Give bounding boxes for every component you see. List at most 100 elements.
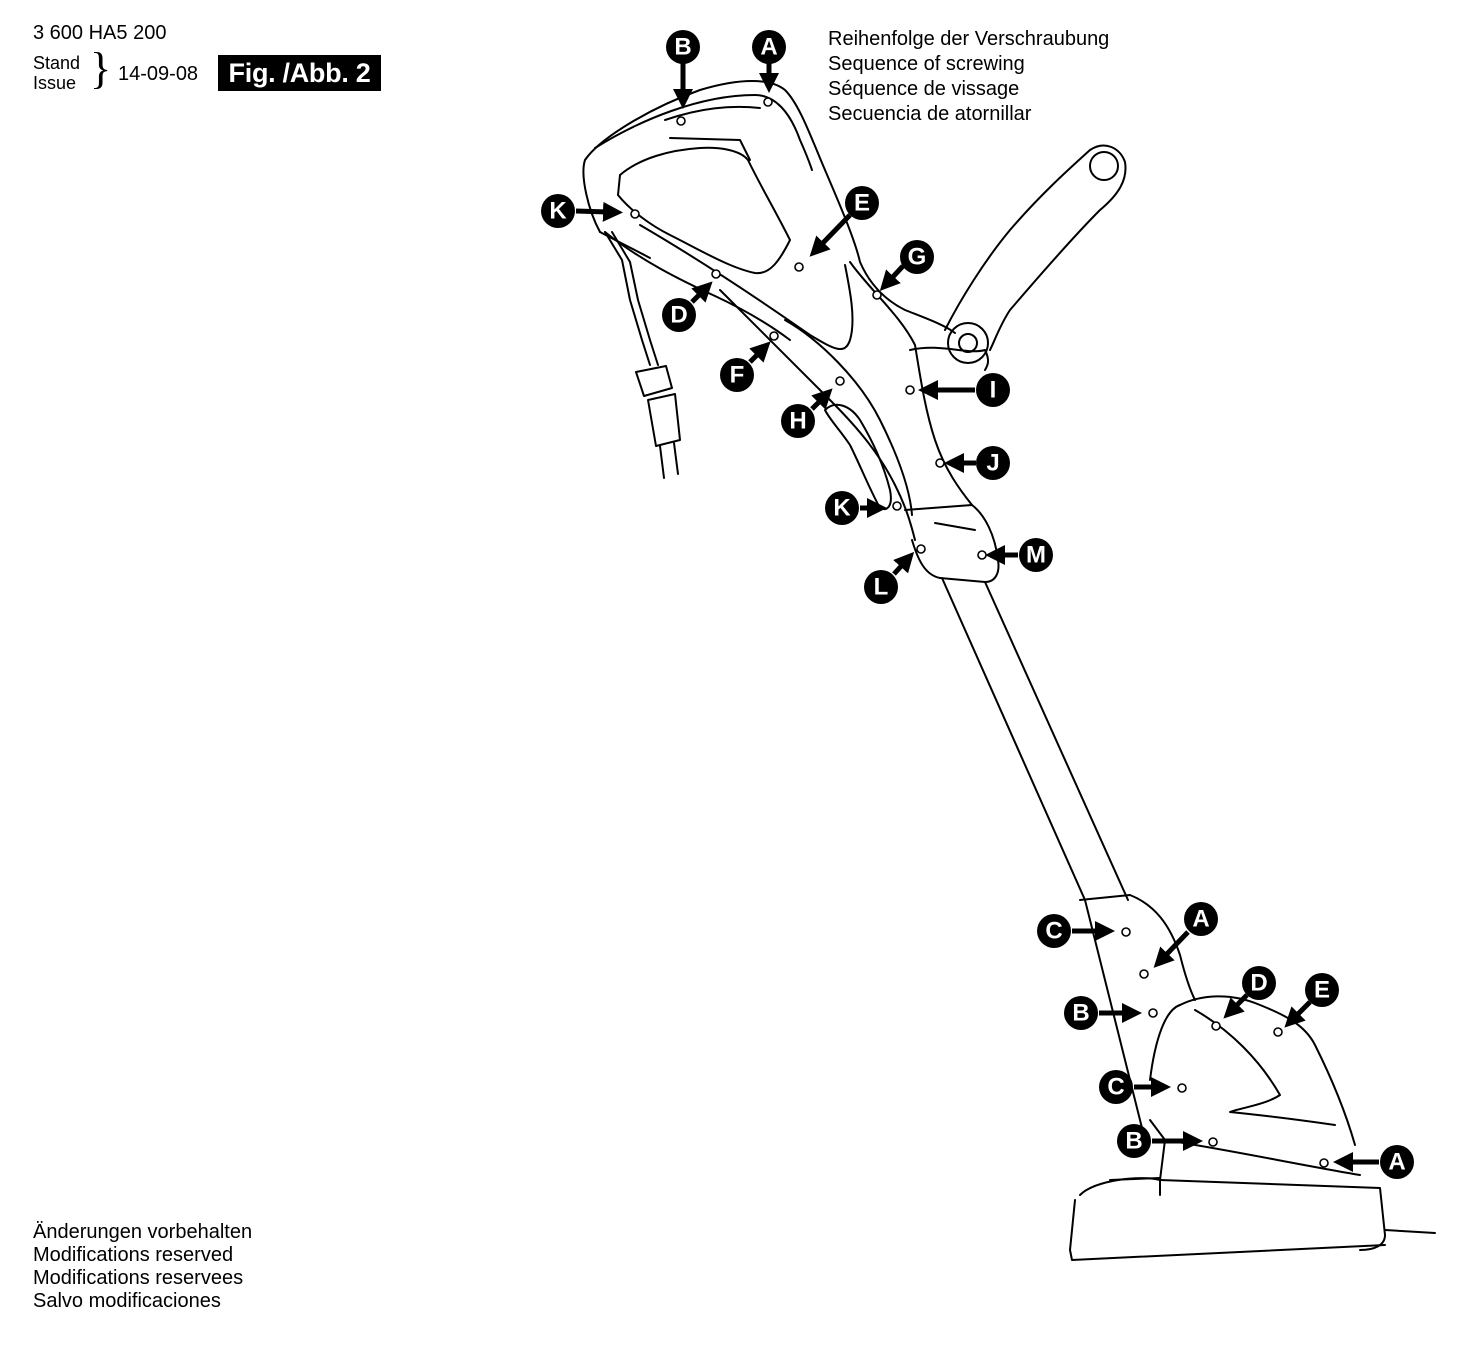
- callout-upper-l-badge: [864, 570, 898, 604]
- callout-upper-e-screw: [794, 262, 804, 272]
- sequence-title: Reihenfolge der Verschraubung Sequence o…: [828, 27, 1109, 127]
- callout-lower-a2: A: [1319, 1145, 1414, 1179]
- callout-upper-d: D: [662, 269, 721, 332]
- motor-housing-bottom: [1149, 1119, 1361, 1176]
- callout-lower-a1-arrow: [1153, 930, 1190, 968]
- callout-lower-b2: B: [1117, 1124, 1218, 1158]
- callout-lower-c1: C: [1037, 914, 1131, 948]
- callout-upper-b-badge: [666, 30, 700, 64]
- callout-upper-a-label: A: [760, 34, 777, 61]
- callout-upper-d-label: D: [670, 302, 687, 329]
- callout-upper-i-label: I: [990, 377, 997, 404]
- callout-lower-c1-badge: [1037, 914, 1071, 948]
- callout-upper-a-badge: [752, 30, 786, 64]
- modifications-en: Modifications reserved: [33, 1244, 234, 1266]
- handle-loop-outer: [582, 80, 956, 334]
- sequence-title-en: Sequence of screwing: [828, 53, 1025, 75]
- shaft-right: [984, 581, 1129, 901]
- callout-lower-b2-label: B: [1125, 1128, 1142, 1155]
- callout-upper-j-screw: [935, 458, 945, 468]
- body-right-edge: [849, 261, 973, 506]
- callout-upper-f-badge: [720, 358, 754, 392]
- plug-pin-2: [673, 442, 679, 475]
- callout-upper-a: A: [752, 30, 786, 107]
- callout-upper-k2-screw: [892, 501, 902, 511]
- callout-upper-e-arrow: [809, 213, 852, 257]
- callout-upper-h-screw: [835, 376, 845, 386]
- plug-head: [647, 393, 681, 447]
- trigger-grip: [824, 403, 892, 510]
- callout-lower-d-badge: [1242, 966, 1276, 1000]
- handle-ridge-inner: [664, 105, 761, 121]
- body-rear-edge: [639, 224, 854, 350]
- callout-upper-m-screw: [977, 550, 987, 560]
- motor-housing-inner: [1194, 1009, 1336, 1126]
- callout-upper-j: J: [935, 446, 1010, 480]
- callout-lower-b1: B: [1064, 996, 1158, 1030]
- callout-lower-a2-label: A: [1388, 1149, 1405, 1176]
- callout-lower-c1-screw: [1121, 927, 1131, 937]
- callout-upper-k-arrow: [575, 201, 623, 222]
- callout-upper-i-badge: [976, 373, 1010, 407]
- callout-upper-k2-label: K: [833, 495, 851, 522]
- plug-pin-1: [659, 445, 665, 479]
- callout-lower-a1-label: A: [1192, 906, 1209, 933]
- callout-upper-f-screw: [769, 331, 779, 341]
- callout-upper-g-badge: [900, 240, 934, 274]
- part-number: 3 600 HA5 200: [33, 22, 167, 44]
- callout-lower-d-screw: [1211, 1021, 1221, 1031]
- trimmer-outline: [582, 80, 1436, 1261]
- callout-lower-c2-badge: [1099, 1070, 1133, 1104]
- callout-upper-k2-badge: [825, 491, 859, 525]
- callout-upper-h-badge: [781, 404, 815, 438]
- callout-lower-c2-label: C: [1107, 1074, 1124, 1101]
- callout-upper-f-label: F: [730, 362, 745, 389]
- modifications-fr: Modifications reservees: [33, 1267, 244, 1289]
- shaft-left: [941, 577, 1086, 901]
- callout-upper-k-badge: [541, 194, 575, 228]
- callout-lower-a1: A: [1139, 902, 1218, 979]
- plug-body: [635, 365, 673, 397]
- aux-handle-pivot-inner: [958, 333, 978, 353]
- callout-lower-e: E: [1273, 973, 1339, 1037]
- callout-upper-b-label: B: [674, 34, 691, 61]
- callout-lower-d: D: [1211, 966, 1276, 1031]
- callout-upper-l-screw: [916, 544, 926, 554]
- modifications-note: Änderungen vorbehalten Modifications res…: [33, 1221, 252, 1313]
- guard-top: [1079, 1177, 1386, 1251]
- callout-upper-j-label: J: [986, 450, 999, 477]
- callout-lower-c2-screw: [1177, 1083, 1187, 1093]
- aux-handle-pivot-outer: [947, 322, 989, 364]
- callout-lower-e-label: E: [1314, 977, 1330, 1004]
- callout-upper-g-label: G: [908, 244, 927, 271]
- callout-lower-c1-label: C: [1045, 918, 1062, 945]
- callout-upper-m-badge: [1019, 538, 1053, 572]
- callout-upper-h: H: [781, 376, 845, 438]
- handle-grip-detail: [669, 137, 751, 161]
- sequence-title-es: Secuencia de atornillar: [828, 103, 1032, 125]
- callouts: B A K E G: [541, 30, 1414, 1179]
- callout-lower-a1-badge: [1184, 902, 1218, 936]
- motor-housing-shell: [1179, 995, 1356, 1146]
- callout-upper-d-badge: [662, 298, 696, 332]
- callout-upper-g-arrow: [879, 264, 905, 291]
- modifications-es: Salvo modificaciones: [33, 1290, 221, 1312]
- callout-upper-b: B: [666, 30, 700, 126]
- callout-upper-d-screw: [711, 269, 721, 279]
- line-cutter: [1384, 1229, 1436, 1234]
- callout-upper-h-arrow: [810, 388, 833, 411]
- callout-lower-c2: C: [1099, 1070, 1187, 1104]
- clamp-collar: [904, 504, 1000, 583]
- handle-loop-inner: [617, 146, 791, 275]
- callout-upper-a-screw: [763, 97, 773, 107]
- aux-handle-end: [1089, 151, 1119, 181]
- callout-upper-i: I: [905, 373, 1010, 407]
- callout-upper-f: F: [720, 331, 779, 392]
- figure-label: Fig. /Abb. 2: [218, 55, 381, 91]
- guard-body: [1069, 1199, 1386, 1261]
- callout-upper-l-arrow: [892, 551, 915, 576]
- callout-upper-g-screw: [872, 290, 882, 300]
- callout-upper-m: M: [977, 538, 1053, 572]
- handle-arm: [604, 231, 791, 341]
- power-cord: [604, 231, 651, 366]
